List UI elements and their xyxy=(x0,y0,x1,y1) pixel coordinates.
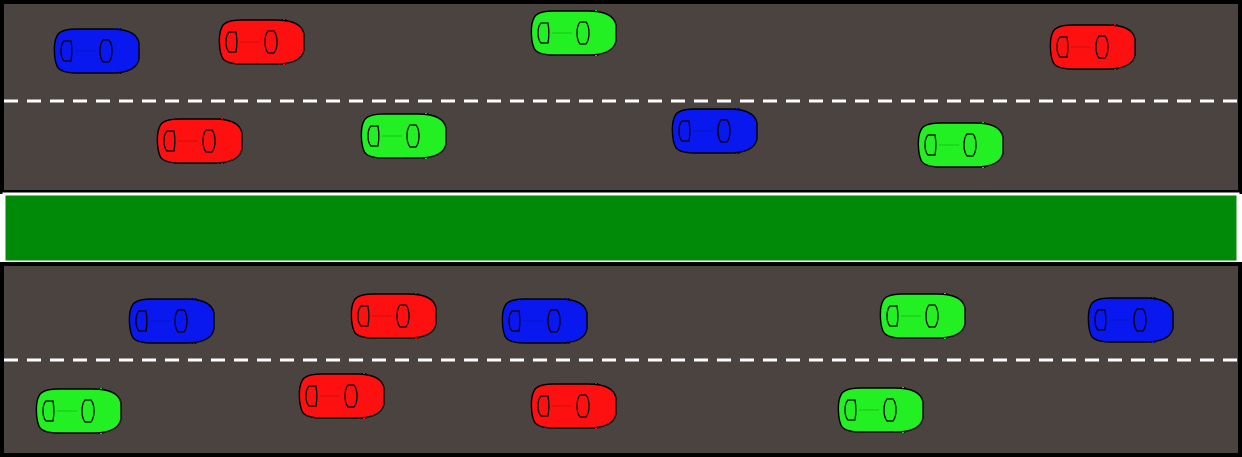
blue-car xyxy=(1087,297,1174,343)
red-car xyxy=(218,19,305,65)
green-car xyxy=(35,388,122,434)
green-car xyxy=(917,122,1004,168)
bottom-carriageway xyxy=(0,262,1242,457)
median-strip xyxy=(2,192,1240,264)
blue-car xyxy=(53,28,140,74)
red-car xyxy=(156,118,243,164)
red-car xyxy=(530,383,617,429)
blue-car xyxy=(128,298,215,344)
green-car xyxy=(360,113,447,159)
red-car xyxy=(350,293,437,339)
red-car xyxy=(298,373,385,419)
green-car xyxy=(837,387,924,433)
blue-car xyxy=(501,298,588,344)
green-car xyxy=(879,293,966,339)
red-car xyxy=(1049,24,1136,70)
blue-car xyxy=(671,108,758,154)
green-car xyxy=(530,10,617,56)
